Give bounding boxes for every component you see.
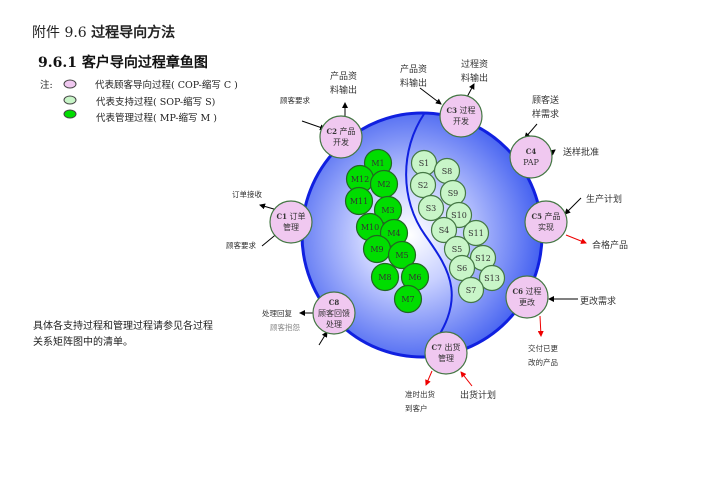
sop-node-label: S4: [439, 226, 450, 235]
c3-input-label: 产品资料输出: [400, 65, 428, 89]
sop-node-label: S3: [426, 204, 437, 213]
customer-processes: [269, 94, 568, 375]
c7-output-label: 准时出货到客户: [405, 390, 435, 413]
mp-node-label: M10: [361, 223, 379, 232]
cop-node: [509, 135, 553, 179]
cop-node-name: 过程开发: [453, 106, 476, 126]
c5-output-label: 合格产品: [592, 241, 629, 251]
mp-node-label: M11: [350, 197, 368, 206]
mp-node-label: M5: [395, 251, 408, 260]
mp-node-label: M7: [401, 295, 414, 304]
cop-node-name: 过程更改: [519, 287, 542, 307]
mp-node-label: M12: [351, 175, 369, 184]
cop-node: [319, 115, 363, 159]
c1-output-label: 订单接收: [232, 190, 262, 199]
sop-node: S6: [448, 254, 476, 282]
sop-node: S4: [430, 216, 458, 244]
mp-node-label: M1: [371, 159, 384, 168]
c6-input-label: 更改需求: [580, 297, 617, 307]
cop-node-name: 订单管理: [283, 212, 306, 232]
sop-node-label: S2: [418, 181, 429, 190]
c6-output-label: 交付已更改的产品: [528, 344, 558, 367]
sop-node-label: S9: [448, 189, 459, 198]
c8-input-label: 顾客抱怨: [270, 323, 300, 332]
c4-output-label: 送样批准: [563, 148, 600, 158]
legend-cop-text: 代表顾客导向过程( COP-缩写 C ): [95, 80, 238, 91]
legend-sop-swatch: [63, 95, 77, 105]
mp-node-label: M9: [370, 245, 383, 254]
cop-node-name: 产品开发: [333, 127, 356, 147]
cop-node-c7-label: C7 出货管理: [431, 343, 461, 363]
cop-node: [505, 275, 549, 319]
mp-node: M9: [362, 234, 392, 264]
c2-output-label: 产品资料输出: [330, 72, 358, 96]
cop-node-name: 顾客回馈处理: [318, 309, 350, 329]
cop-node-c3-label: C3 过程开发: [446, 106, 476, 126]
sop-node-label: S13: [484, 274, 500, 283]
legend-cop-swatch: [63, 79, 77, 89]
legend-mp-swatch: [63, 109, 77, 119]
sop-node-label: S12: [475, 254, 491, 263]
sop-node-label: S10: [451, 211, 467, 220]
cop-node: [269, 200, 313, 244]
io-arrows: [259, 83, 587, 387]
cop-node: [424, 331, 468, 375]
sop-node: S13: [478, 264, 506, 292]
footnote: 具体各支持过程和管理过程请参见各过程关系矩阵图中的清单。: [33, 321, 213, 348]
legend-swatches: [63, 79, 77, 119]
sop-node-label: S6: [457, 264, 468, 273]
cop-node-name: 产品实现: [538, 212, 561, 232]
sop-node-label: S7: [466, 286, 477, 295]
sop-node: S11: [462, 219, 490, 247]
cop-node: [524, 200, 568, 244]
legend-mp-text: 代表管理过程( MP-缩写 M ): [96, 113, 218, 124]
c1-input-label: 顾客要求: [226, 241, 256, 250]
mp-node-label: M2: [377, 180, 390, 189]
cop-node-c2-label: C2 产品开发: [326, 127, 356, 147]
legend-label: 注:: [40, 80, 53, 91]
sop-node: S9: [439, 179, 467, 207]
sop-node-label: S5: [452, 245, 463, 254]
mp-node: M11: [344, 186, 374, 216]
appendix-heading: 附件 9.6 过程导向方法: [32, 25, 176, 41]
legend-sop-text: 代表支持过程( SOP-缩写 S): [96, 97, 216, 108]
section-title: 9.6.1 客户导向过程章鱼图: [38, 55, 208, 71]
sop-node: S1: [410, 149, 438, 177]
mp-node-label: M8: [378, 273, 391, 282]
divider-curve: [405, 113, 453, 356]
cop-node-c5-label: C5 产品实现: [531, 212, 561, 232]
c5-input-label: 生产计划: [586, 195, 623, 205]
c3-output-label: 过程资料输出: [461, 60, 489, 84]
c8-output-label: 处理回复: [262, 309, 292, 318]
mp-node-label: M6: [408, 273, 421, 282]
mp-node: M8: [370, 262, 400, 292]
cop-node: [439, 94, 483, 138]
sop-node: S2: [409, 171, 437, 199]
cop-node-name: 出货管理: [438, 343, 461, 363]
cop-node: [312, 291, 356, 335]
mp-node: M5: [387, 240, 417, 270]
mp-node-label: M3: [381, 206, 394, 215]
sop-node-label: S11: [468, 229, 484, 238]
mp-node: M7: [393, 284, 423, 314]
sop-node: S7: [457, 276, 485, 304]
sop-node-label: S1: [419, 159, 430, 168]
sop-node: S3: [417, 194, 445, 222]
mp-node: M2: [369, 169, 399, 199]
cop-node-name: PAP: [523, 158, 539, 167]
c7-input-label: 出货计划: [460, 391, 497, 401]
c2-input-label: 顾客要求: [280, 96, 310, 105]
mp-node-label: M4: [387, 229, 400, 238]
cop-node-c1-label: C1 订单管理: [276, 212, 306, 232]
cop-node-c6-label: C6 过程更改: [512, 287, 542, 307]
sop-node-label: S8: [442, 167, 453, 176]
sop-node: S8: [433, 157, 461, 185]
c4-input-label: 顾客送样需求: [532, 96, 560, 120]
